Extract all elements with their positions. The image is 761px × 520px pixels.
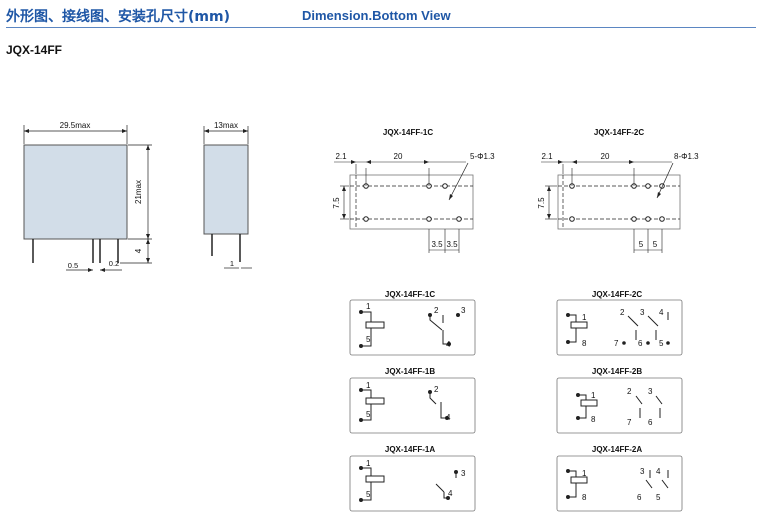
front-view: 29.5max 21max 4 0.5 0.2 xyxy=(23,121,152,272)
pin-label: 7 xyxy=(627,418,632,427)
schematic-title: JQX-14FF-2A xyxy=(592,445,642,454)
dim-sub-1: 5 xyxy=(639,240,644,249)
dim-holes: 8-Φ1.3 xyxy=(674,152,699,161)
pin-label: 8 xyxy=(582,493,587,502)
pin-label: 4 xyxy=(446,413,451,422)
pin-label: 3 xyxy=(461,469,466,478)
pin-label: 5 xyxy=(366,410,371,419)
dim-body-width: 29.5max xyxy=(60,121,91,130)
pin-label: 2 xyxy=(434,306,439,315)
schematic-frame xyxy=(349,455,476,512)
pin-label: 5 xyxy=(659,339,664,348)
footprint-outline xyxy=(557,174,681,230)
schematic-title: JQX-14FF-1C xyxy=(385,290,435,299)
dim-pitch: 20 xyxy=(601,152,610,161)
pin-label: 8 xyxy=(591,415,596,424)
coil-icon xyxy=(570,321,588,329)
pin-label: 3 xyxy=(648,387,653,396)
pin-label: 4 xyxy=(448,489,453,498)
dim-edge: 2.1 xyxy=(335,152,347,161)
dim-pin-length: 4 xyxy=(134,248,143,253)
dim-pitch: 20 xyxy=(394,152,403,161)
pin-label: 2 xyxy=(620,308,625,317)
schematic-frame xyxy=(556,455,683,512)
pin-label: 3 xyxy=(461,306,466,315)
coil-icon xyxy=(580,399,598,407)
pin-label: 5 xyxy=(366,490,371,499)
dim-sub-2: 3.5 xyxy=(446,240,458,249)
pin-label: 4 xyxy=(656,467,661,476)
schematic-title: JQX-14FF-2C xyxy=(592,290,642,299)
pin-label: 1 xyxy=(366,302,371,311)
schematic-title: JQX-14FF-2B xyxy=(592,367,642,376)
dim-side-width: 13max xyxy=(214,121,238,130)
coil-icon xyxy=(365,397,385,405)
coil-icon xyxy=(365,321,385,329)
coil-icon xyxy=(570,476,588,484)
pin-label: 2 xyxy=(434,385,439,394)
title-chinese: 外形图、接线图、安装孔尺寸(mm) xyxy=(6,9,230,25)
header-divider xyxy=(6,27,756,28)
schematic-1a: JQX-14FF-1A 1 5 3 4 xyxy=(349,445,476,512)
pin-label: 6 xyxy=(648,418,653,427)
pin-label: 4 xyxy=(659,308,664,317)
dim-sub-2: 5 xyxy=(653,240,658,249)
footprint-2c: JQX-14FF-2C 2.1 20 8-Φ1.3 7.5 5 5 xyxy=(537,128,699,253)
pin-label: 7 xyxy=(614,339,619,348)
relay-body-front xyxy=(23,144,128,240)
schematic-1c: JQX-14FF-1C 1 5 2 3 4 xyxy=(349,290,476,356)
page-header: 外形图、接线图、安装孔尺寸(mm) Dimension.Bottom View xyxy=(0,0,761,30)
title-english: Dimension.Bottom View xyxy=(302,8,451,23)
coil-icon xyxy=(365,475,385,483)
pin-label: 1 xyxy=(366,381,371,390)
dim-pin-width: 0.5 xyxy=(68,261,78,270)
dim-row: 7.5 xyxy=(332,197,341,209)
pin-label: 5 xyxy=(656,493,661,502)
relay-body-side xyxy=(203,144,249,235)
dim-side-pin: 1 xyxy=(230,259,234,268)
schematic-title: JQX-14FF-1A xyxy=(385,445,435,454)
schematic-2b: JQX-14FF-2B 1 8 2 3 7 6 xyxy=(556,367,683,434)
schematic-frame xyxy=(349,377,476,434)
pin-label: 5 xyxy=(366,335,371,344)
schematic-title: JQX-14FF-1B xyxy=(385,367,435,376)
mounting-holes xyxy=(363,183,462,222)
schematic-frame xyxy=(556,299,683,356)
pin-label: 2 xyxy=(627,387,632,396)
pin-label: 4 xyxy=(446,340,451,349)
pin-label: 3 xyxy=(640,308,645,317)
dim-edge: 2.1 xyxy=(541,152,553,161)
pin-label: 8 xyxy=(582,339,587,348)
dim-body-height: 21max xyxy=(134,180,143,204)
footprint-title: JQX-14FF-2C xyxy=(594,128,644,137)
dim-holes: 5-Φ1.3 xyxy=(470,152,495,161)
dim-sub-1: 3.5 xyxy=(431,240,443,249)
footprint-outline xyxy=(349,174,474,230)
side-view: 13max 1 xyxy=(203,121,252,269)
footprint-title: JQX-14FF-1C xyxy=(383,128,433,137)
pin-label: 1 xyxy=(582,469,587,478)
pin-label: 6 xyxy=(637,493,642,502)
pin-label: 3 xyxy=(640,467,645,476)
pin-label: 1 xyxy=(582,313,587,322)
pin-label: 6 xyxy=(638,339,643,348)
model-name: JQX-14FF xyxy=(6,43,63,57)
schematic-1b: JQX-14FF-1B 1 5 2 4 xyxy=(349,367,476,434)
schematic-2c: JQX-14FF-2C 1 8 2 3 4 7 6 5 xyxy=(556,290,683,356)
dim-row: 7.5 xyxy=(537,197,546,209)
schematic-2a: JQX-14FF-2A 1 8 3 4 6 5 xyxy=(556,445,683,512)
pin-label: 1 xyxy=(591,391,596,400)
mounting-holes xyxy=(569,183,665,222)
schematic-frame xyxy=(349,299,476,356)
footprint-1c: JQX-14FF-1C 2.1 20 5-Φ1.3 7.5 3.5 3 xyxy=(332,128,495,253)
pin-label: 1 xyxy=(366,459,371,468)
dim-pin-thickness: 0.2 xyxy=(109,259,119,268)
schematic-frame xyxy=(556,377,683,434)
